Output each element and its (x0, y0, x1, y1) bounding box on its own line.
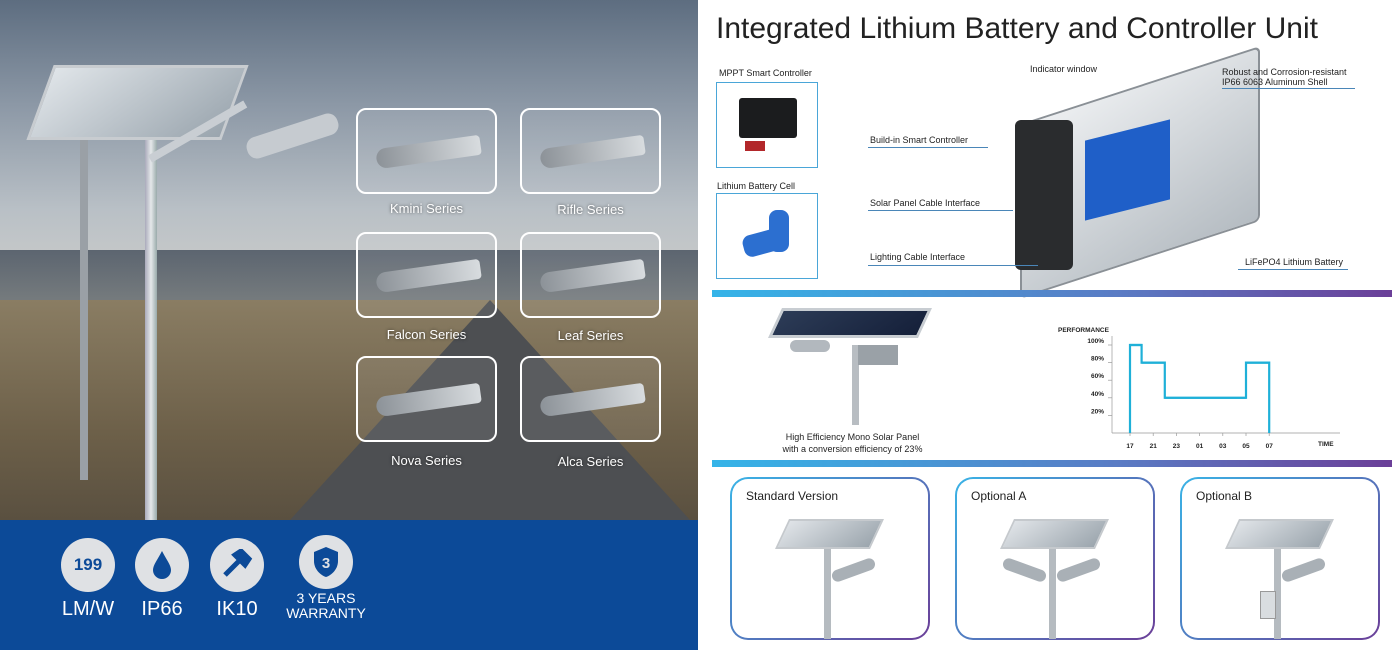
y-tick-label: 20% (1091, 408, 1104, 415)
callout-line (868, 147, 988, 148)
y-tick-label: 40% (1091, 391, 1104, 398)
series-card-rifle[interactable] (520, 108, 661, 194)
callout-shell: Robust and Corrosion-resistant IP66 6063… (1222, 67, 1347, 87)
y-tick-label: 100% (1087, 338, 1104, 345)
version-label: Optional A (971, 489, 1027, 503)
x-tick-label: 05 (1242, 443, 1250, 450)
x-tick-label: 23 (1173, 443, 1181, 450)
background-pole (80, 100, 88, 480)
mono-solar-panel-image (768, 308, 932, 338)
callout-line (868, 210, 1013, 211)
section-divider (712, 460, 1392, 467)
badge-label: LM/W (61, 598, 115, 620)
hammer-icon (210, 538, 264, 592)
cell-label: Lithium Battery Cell (717, 181, 796, 191)
page-title: Integrated Lithium Battery and Controlle… (716, 12, 1318, 45)
version-card-optional-b[interactable]: Optional B (1180, 477, 1380, 640)
callout-builtin: Build-in Smart Controller (870, 135, 969, 145)
efficacy-icon: 199 (61, 538, 115, 592)
callout-indicator: Indicator window (1030, 64, 1098, 74)
y-tick-label: 60% (1091, 373, 1104, 380)
series-label: Alca Series (557, 454, 624, 469)
badge-label: IP66 (141, 598, 183, 620)
performance-chart: PERFORMANCE TIME 17 21 23 01 03 05 07 100% 80% 60… (1058, 327, 1340, 450)
performance-line (1128, 343, 1271, 433)
callout-line (1238, 269, 1348, 270)
y-tick-label: 80% (1091, 356, 1104, 363)
solar-panel-image (26, 65, 249, 140)
callout-line (1222, 88, 1355, 89)
badge-label: 3 YEARS WARRANTY (286, 590, 366, 621)
hero-photo-panel: Kmini Series Rifle Series Falcon Series … (0, 0, 698, 650)
series-card-kmini[interactable] (356, 108, 497, 194)
svg-text:3: 3 (322, 555, 330, 572)
callout-line (868, 265, 1038, 266)
feature-band: 199 LM/W IP66 IK10 3 3 YEARS WARRANTY (0, 520, 698, 650)
battery-cell-image (716, 193, 818, 279)
series-card-nova[interactable] (356, 356, 497, 442)
series-card-falcon[interactable] (356, 232, 497, 318)
x-tick-label: 03 (1219, 443, 1227, 450)
x-tick-label: 21 (1150, 443, 1158, 450)
x-tick-label: 07 (1266, 443, 1274, 450)
series-label: Falcon Series (386, 327, 467, 342)
controller-label: MPPT Smart Controller (719, 68, 812, 78)
controller-image (716, 82, 818, 168)
series-label: Kmini Series (390, 201, 463, 216)
version-card-standard[interactable]: Standard Version (730, 477, 930, 640)
shield-icon: 3 (299, 535, 353, 589)
callout-battery: LiFePO4 Lithium Battery (1245, 257, 1344, 267)
lamp-image (790, 340, 830, 352)
version-label: Standard Version (746, 489, 839, 503)
pole-image (852, 345, 859, 425)
battery-box-image (858, 345, 898, 365)
x-tick-label: 01 (1196, 443, 1204, 450)
series-label: Nova Series (391, 453, 462, 468)
controller-face (1015, 120, 1073, 270)
x-tick-label: 17 (1126, 443, 1134, 450)
badge-label: IK10 (216, 598, 258, 620)
solar-caption: with a conversion efficiency of 23% (782, 444, 923, 454)
water-drop-icon (135, 538, 189, 592)
solar-caption: High Efficiency Mono Solar Panel (785, 432, 920, 442)
callout-solar-cable: Solar Panel Cable Interface (870, 198, 981, 208)
series-label: Leaf Series (557, 328, 624, 343)
series-card-leaf[interactable] (520, 232, 661, 318)
version-card-optional-a[interactable]: Optional A (955, 477, 1155, 640)
series-card-alca[interactable] (520, 356, 661, 442)
y-axis-label: PERFORMANCE (1058, 327, 1110, 334)
version-label: Optional B (1196, 489, 1253, 503)
x-axis-label: TIME (1318, 441, 1334, 448)
callout-lighting-cable: Lighting Cable Interface (870, 252, 966, 262)
section-divider (712, 290, 1392, 297)
series-label: Rifle Series (557, 202, 624, 217)
street-light-pole (145, 110, 157, 520)
